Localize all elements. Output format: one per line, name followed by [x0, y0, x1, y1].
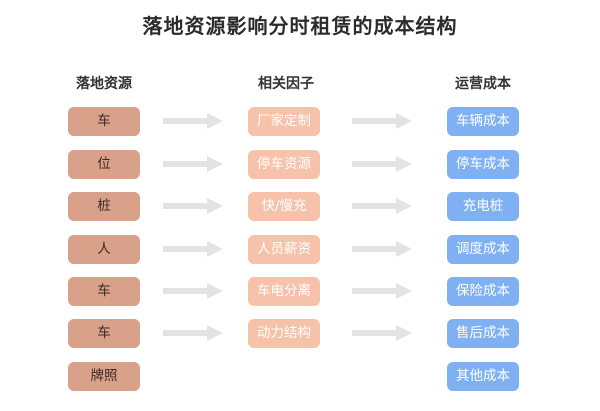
- arrow-right-icon: [352, 241, 412, 257]
- cost-box: 售后成本: [447, 319, 519, 348]
- arrow-right-icon: [163, 325, 223, 341]
- arrow-right-icon: [352, 156, 412, 172]
- cost-box: 其他成本: [447, 362, 519, 391]
- resource-box: 桩: [68, 192, 140, 221]
- arrow-right-icon: [352, 113, 412, 129]
- factor-box: 厂家定制: [248, 107, 320, 136]
- arrow-right-icon: [163, 283, 223, 299]
- cost-box: 车辆成本: [447, 107, 519, 136]
- header-resources: 落地资源: [76, 76, 132, 92]
- diagram-title: 落地资源影响分时租赁的成本结构: [142, 14, 458, 38]
- resource-box: 位: [68, 150, 140, 179]
- arrow-right-icon: [163, 156, 223, 172]
- cost-box: 调度成本: [447, 235, 519, 264]
- arrow-right-icon: [352, 283, 412, 299]
- arrow-right-icon: [352, 198, 412, 214]
- cost-box: 充电桩: [447, 192, 519, 221]
- header-costs: 运营成本: [455, 76, 511, 92]
- resource-box: 车: [68, 277, 140, 306]
- arrow-right-icon: [163, 113, 223, 129]
- factor-box: 停车资源: [248, 150, 320, 179]
- arrow-right-icon: [163, 241, 223, 257]
- arrow-right-icon: [352, 325, 412, 341]
- factor-box: 人员薪资: [248, 235, 320, 264]
- factor-box: 快/慢充: [248, 192, 320, 221]
- resource-box: 车: [68, 319, 140, 348]
- cost-box: 停车成本: [447, 150, 519, 179]
- resource-box: 人: [68, 235, 140, 264]
- factor-box: 车电分离: [248, 277, 320, 306]
- resource-box: 车: [68, 107, 140, 136]
- resource-box: 牌照: [68, 362, 140, 391]
- factor-box: 动力结构: [248, 319, 320, 348]
- cost-box: 保险成本: [447, 277, 519, 306]
- header-factors: 相关因子: [258, 76, 314, 92]
- arrow-right-icon: [163, 198, 223, 214]
